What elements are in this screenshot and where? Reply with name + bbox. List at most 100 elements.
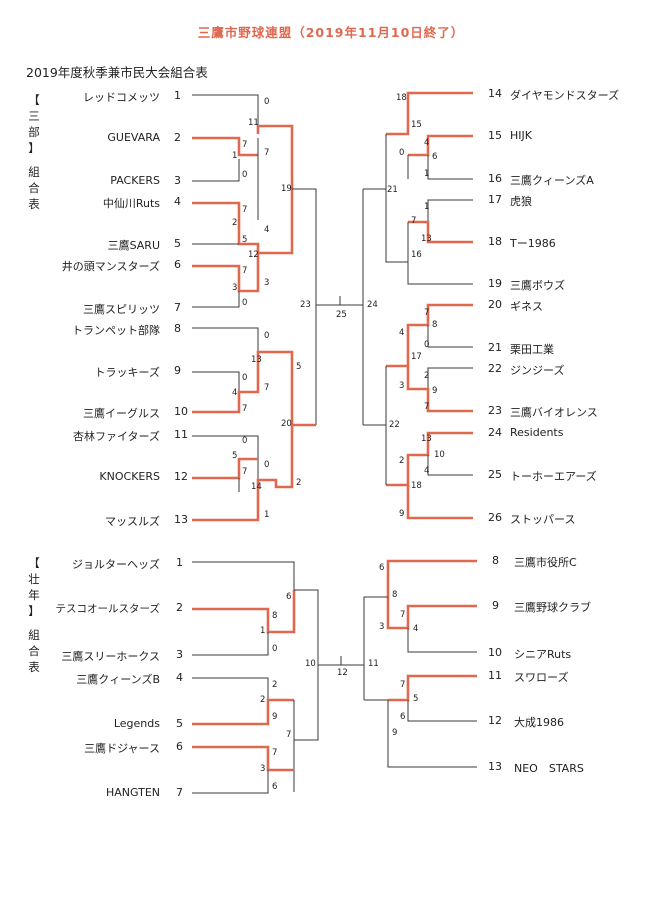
bracket-line: [407, 700, 477, 722]
team-name: 井の頭マンスターズ: [61, 260, 160, 273]
team-seed: 1: [174, 89, 181, 102]
score: 0: [424, 340, 430, 350]
score: 2: [424, 371, 430, 381]
bracket-line-winner: [192, 745, 294, 772]
team-name: 大成1986: [514, 716, 564, 729]
team-name: 三鷹野球クラブ: [514, 601, 591, 614]
team-seed: 13: [174, 513, 188, 526]
team-seed: 14: [488, 87, 502, 100]
match-number: 22: [389, 420, 400, 430]
score: 9: [272, 712, 278, 722]
team-name: 三鷹クィーンズA: [510, 174, 594, 187]
score: 6: [286, 592, 292, 602]
team-seed: 17: [488, 193, 502, 206]
team-name: Residents: [510, 426, 564, 439]
division-char: 組: [28, 165, 40, 179]
division-char: 合: [28, 644, 40, 658]
division-char: 】: [28, 141, 40, 155]
score: 7: [424, 402, 430, 412]
team-seed: 19: [488, 277, 502, 290]
match-number: 25: [336, 310, 347, 320]
team-seed: 5: [176, 717, 183, 730]
bracket-line: [385, 134, 408, 263]
score: 2: [296, 478, 302, 488]
team-name: トラッキーズ: [94, 366, 160, 379]
score: 2: [260, 695, 266, 705]
division-char: 三: [28, 109, 40, 123]
match-number: 4: [232, 388, 238, 398]
score: 4: [424, 466, 430, 476]
score: 0: [242, 170, 248, 180]
score: 0: [242, 436, 248, 446]
score: 7: [242, 404, 248, 414]
score: 3: [264, 278, 270, 288]
team-name: テスコオールスターズ: [55, 603, 160, 615]
team-name: シニアRuts: [514, 648, 572, 661]
team-seed: 21: [488, 341, 502, 354]
score: 0: [264, 97, 270, 107]
division-char: 表: [28, 197, 40, 211]
match-number: 1: [232, 151, 238, 161]
score: 5: [242, 235, 248, 245]
team-seed: 10: [174, 405, 188, 418]
score: 1: [264, 510, 270, 520]
bracket-line-winner: [192, 698, 294, 726]
match-number: 18: [396, 93, 407, 103]
team-seed: 4: [176, 671, 183, 684]
bracket-line: [427, 367, 473, 389]
match-number: 9: [432, 386, 438, 396]
bracket-line-winner: [192, 457, 258, 480]
team-name: 三鷹クィーンズB: [76, 673, 160, 686]
team-name: NEO STARS: [514, 762, 584, 775]
team-seed: 15: [488, 129, 502, 142]
team-name: 三鷹スリーホークス: [61, 650, 160, 663]
score: 1: [260, 626, 266, 636]
score: 9: [399, 509, 405, 519]
division-char: 】: [28, 604, 40, 618]
bracket-line: [294, 589, 319, 665]
team-seed: 2: [174, 131, 181, 144]
team-seed: 25: [488, 468, 502, 481]
team-seed: 24: [488, 426, 502, 439]
bracket-line: [387, 700, 477, 768]
match-number: 24: [367, 300, 378, 310]
match-number: 10: [434, 450, 445, 460]
team-name: ジンジーズ: [510, 364, 565, 377]
match-number: 16: [411, 250, 422, 260]
bracket-line-winner: [408, 220, 473, 244]
bracket-line: [192, 561, 295, 590]
score: 7: [400, 610, 406, 620]
team-seed: 7: [174, 301, 181, 314]
team-name: 三鷹バイオレンス: [510, 406, 598, 419]
score: 7: [400, 680, 406, 690]
division-char: 【: [28, 93, 40, 107]
bracket-line: [363, 596, 388, 700]
match-number: 11: [368, 659, 379, 669]
team-name: 三鷹スピリッツ: [83, 303, 160, 316]
bracket-line-winner: [192, 350, 316, 427]
match-number: 23: [300, 300, 311, 310]
division-char: 【: [28, 556, 40, 570]
team-seed: 22: [488, 362, 502, 375]
match-number: 5: [232, 451, 238, 461]
team-seed: 11: [488, 669, 502, 682]
team-seed: 23: [488, 404, 502, 417]
team-seed: 12: [488, 714, 502, 727]
bracket-line-winner: [192, 590, 296, 634]
bracket-line: [294, 665, 319, 741]
bracket-line: [192, 677, 269, 700]
score: 0: [264, 460, 270, 470]
bracket-line: [192, 435, 259, 480]
bracket-line-winner: [192, 425, 294, 522]
division-char: 組: [28, 628, 40, 642]
bracket-line-winner: [408, 134, 473, 157]
team-name: 虎狼: [510, 195, 532, 208]
team-name: KNOCKERS: [99, 470, 160, 483]
match-number: 10: [305, 659, 316, 669]
bracket-line-winner: [386, 431, 473, 487]
team-seed: 6: [176, 740, 183, 753]
score: 7: [264, 383, 270, 393]
team-name: 中仙川Ruts: [102, 197, 160, 210]
team-seed: 13: [488, 760, 502, 773]
